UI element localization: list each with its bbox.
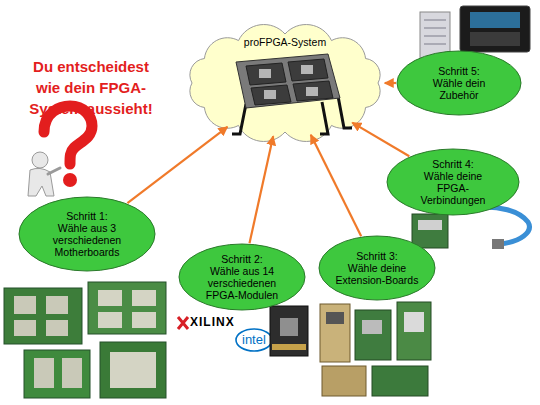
cloud-title: proFPGA-System [220, 36, 350, 48]
motherboard [88, 282, 166, 334]
vendor-logo-text: XILINX [190, 315, 235, 329]
case-lid [470, 12, 520, 28]
cable-plug [492, 239, 504, 249]
step-heading: Schritt 3: [337, 250, 417, 262]
step-text: Wähle aus 3 verschiedenen Motherboards [50, 222, 124, 258]
arrow-connector [127, 127, 227, 203]
board-slot [14, 320, 36, 336]
board-slot [110, 352, 156, 388]
extension-board [322, 366, 366, 396]
arrow-connector [352, 123, 409, 157]
motherboard [4, 288, 82, 344]
step-text: Wähle deine FPGA-Verbindungen [418, 170, 488, 206]
arrow-connector [311, 135, 361, 236]
heading: Du entscheidest wie dein FPGA-System aus… [20, 56, 162, 119]
step-text: Wähle aus 14 verschiedenen FPGA-Modulen [203, 265, 281, 301]
board-slot [98, 290, 122, 306]
board-chip [404, 312, 424, 332]
extension-board [372, 366, 428, 396]
board-slot [46, 296, 68, 314]
board-slot [98, 312, 122, 328]
module-connector [272, 344, 306, 350]
thought-cloud: proFPGA-System [180, 22, 390, 144]
cloud-shape [190, 25, 380, 142]
board-slot [132, 290, 156, 306]
transport-case [460, 6, 530, 52]
step-text: Wähle dein Zubehör [428, 77, 490, 101]
extension-board-photos [320, 302, 431, 396]
cable-board [412, 214, 448, 248]
arrow-connector [249, 136, 273, 243]
ellipse-shape [19, 197, 155, 271]
step-ellipse: Schritt 5:Wähle dein Zubehör [396, 50, 522, 116]
extension-board [320, 304, 350, 362]
figure-arm [48, 168, 60, 174]
step-ellipse: Schritt 4:Wähle deine FPGA-Verbindungen [386, 148, 520, 216]
step-heading: Schritt 2: [202, 253, 282, 265]
fpga-chip [280, 318, 298, 336]
step-heading: Schritt 5: [419, 65, 499, 77]
step-ellipse: Schritt 2:Wähle aus 14 verschiedenen FPG… [178, 243, 306, 311]
arrow-connector [385, 82, 396, 84]
extension-board [397, 302, 431, 360]
rack-case [420, 12, 450, 58]
vendor-logos [178, 306, 308, 356]
ellipse-shape [397, 51, 521, 115]
step-heading: Schritt 4: [413, 158, 493, 170]
accessory-photos [420, 6, 530, 58]
board-slot [34, 358, 54, 388]
question-dot [63, 173, 77, 187]
figure-head [32, 152, 48, 168]
motherboard-photos [4, 282, 166, 398]
board-slot [62, 358, 82, 388]
board-chip [326, 312, 344, 324]
fpga-module [270, 306, 308, 356]
ellipse-shape [319, 236, 435, 300]
board-slot [132, 312, 156, 328]
step-ellipse: Schritt 3:Wähle deine Extension-Boards [318, 235, 436, 301]
board-slot [46, 320, 68, 336]
question-figure [28, 106, 92, 196]
vendor-logo-text: intel [242, 332, 266, 347]
board-slot [14, 296, 36, 314]
ellipse-shape [387, 149, 519, 215]
intel-ring [236, 329, 272, 351]
step-ellipse: Schritt 1:Wähle aus 3 verschiedenen Moth… [18, 196, 156, 272]
step-heading: Schritt 1: [47, 210, 127, 222]
step-text: Wähle deine Extension-Boards [331, 262, 423, 286]
board-connector [418, 220, 442, 230]
case-tray [470, 32, 520, 46]
ellipse-shape [179, 244, 305, 310]
rack-lines [424, 20, 446, 44]
motherboard [100, 342, 166, 398]
motherboard [24, 350, 90, 398]
board-chip [362, 320, 382, 334]
extension-board [355, 310, 391, 360]
xilinx-mark [178, 317, 188, 329]
